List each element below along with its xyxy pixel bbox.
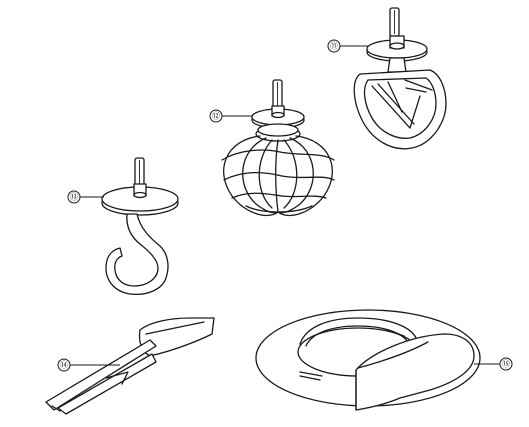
- splash-guard-illustration: [255, 309, 500, 411]
- spatula-illustration: [45, 317, 215, 415]
- callout-12: ⑫: [209, 109, 223, 123]
- callout-11-label: ⑪: [330, 42, 338, 51]
- callout-15-label: ⑮: [502, 360, 510, 369]
- callout-14-label: ⑭: [60, 361, 68, 370]
- callout-12-label: ⑫: [212, 112, 220, 121]
- callout-13: ⑬: [67, 190, 81, 204]
- flat-beater-illustration: [340, 7, 447, 150]
- callout-11: ⑪: [327, 39, 341, 53]
- callout-14: ⑭: [57, 358, 71, 372]
- callout-13-label: ⑬: [70, 193, 78, 202]
- callout-15: ⑮: [499, 357, 513, 371]
- dough-hook-illustration: [80, 157, 179, 296]
- whisk-illustration: [221, 79, 335, 217]
